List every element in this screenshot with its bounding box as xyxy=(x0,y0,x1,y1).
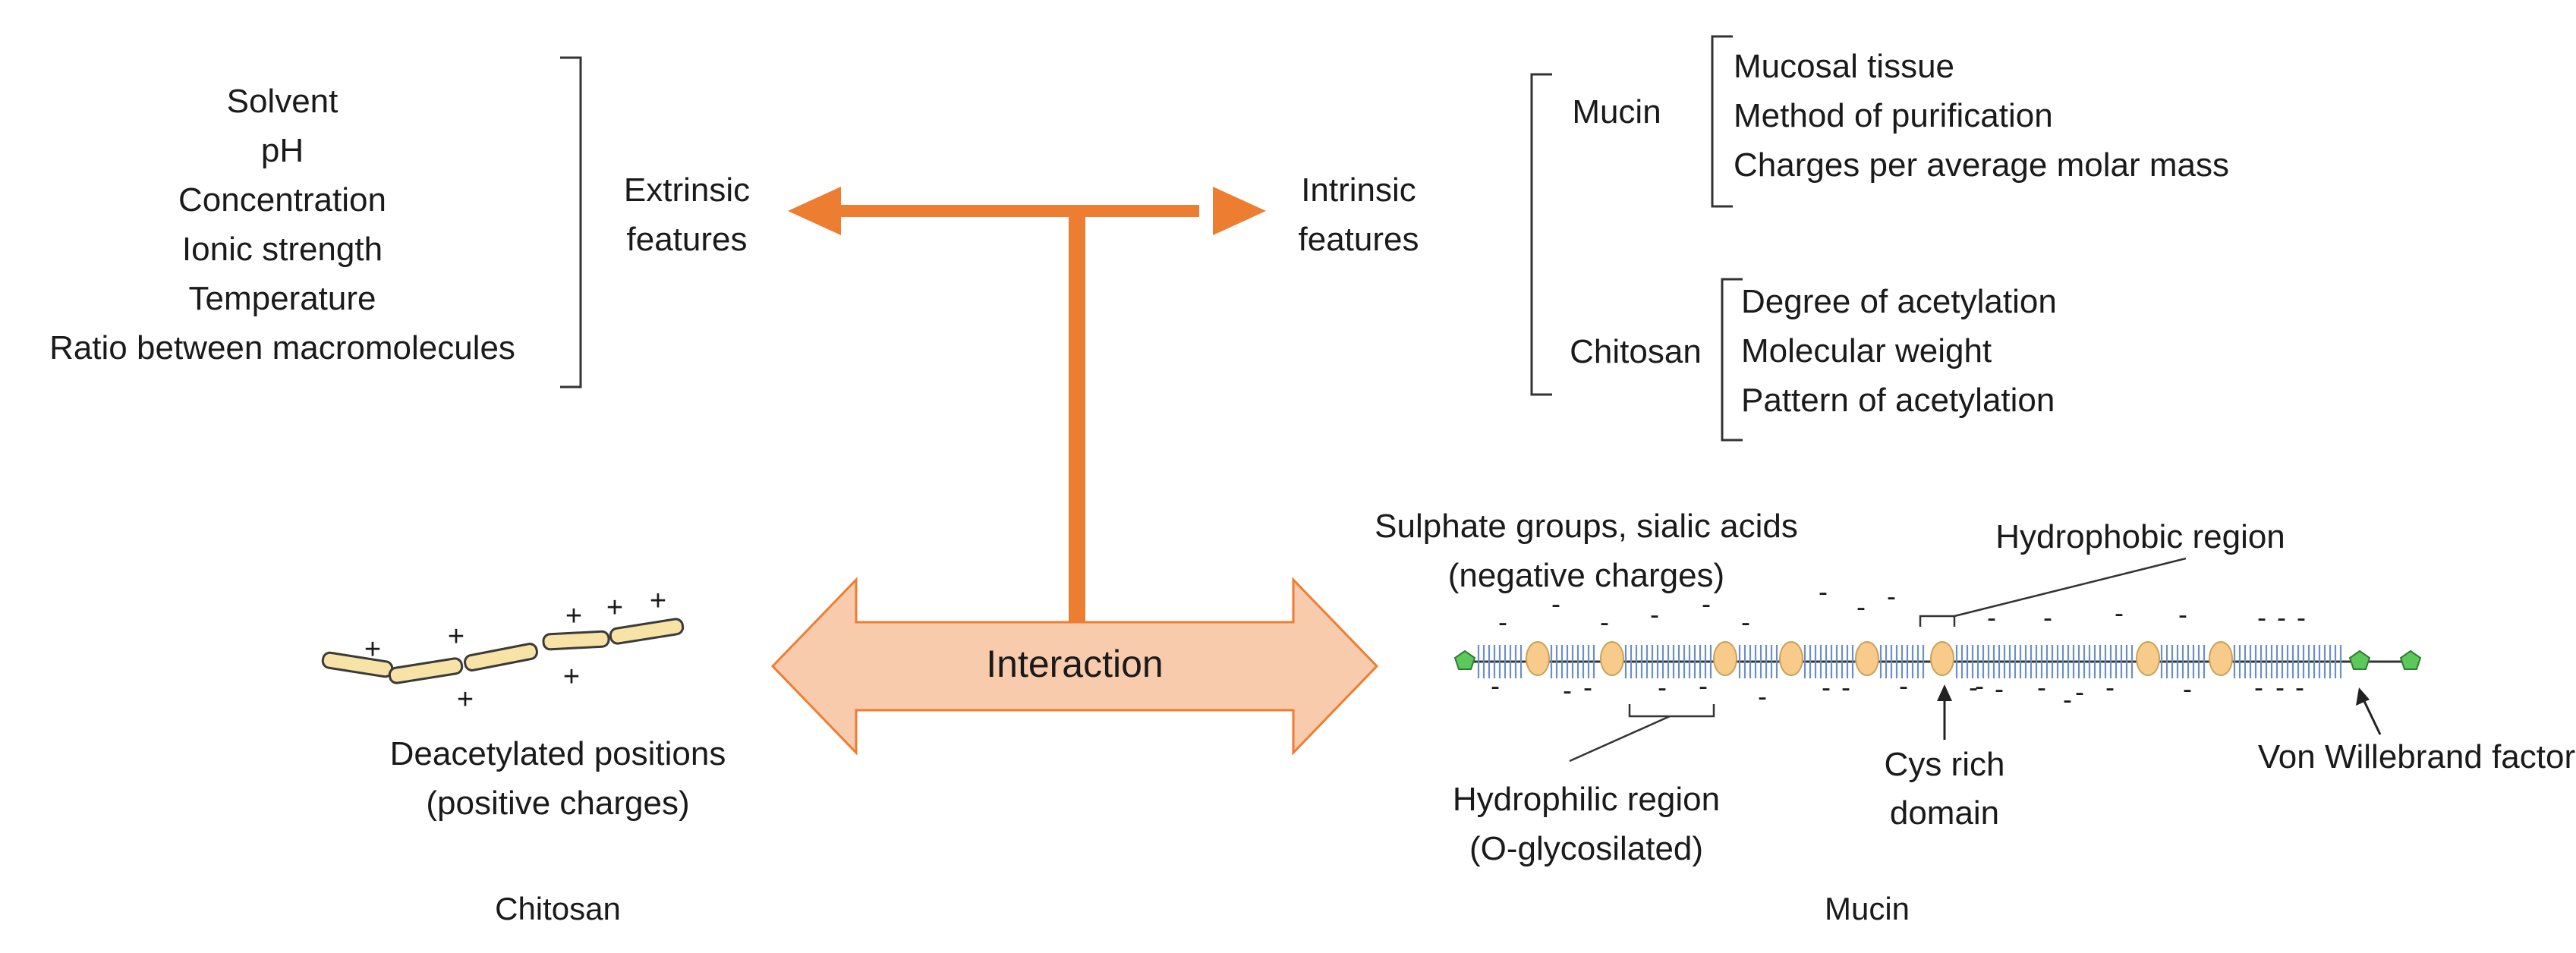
mucin-charge: - xyxy=(2063,684,2072,715)
mucin-hydrophilic-line2: (O-glycosilated) xyxy=(1469,830,1703,867)
mucin-charge: - xyxy=(1995,673,2004,704)
mucin-charge: - xyxy=(1856,591,1866,622)
features-arrow xyxy=(788,187,1266,624)
chitosan-chain xyxy=(321,618,685,684)
chitosan-caption-line2: (positive charges) xyxy=(426,785,689,822)
intrinsic-mucin-label: Mucin xyxy=(1572,93,1661,131)
mucin-charge: - xyxy=(1498,606,1507,637)
chitosan-charge: + xyxy=(364,634,381,665)
mucin-charge: - xyxy=(2254,672,2263,703)
chitosan-item-da: Degree of acetylation xyxy=(1741,283,2057,320)
hydrophobic-leader xyxy=(1954,557,2187,618)
vwf-arrow xyxy=(2356,687,2382,735)
intrinsic-chitosan-bracket xyxy=(1721,278,1743,442)
extrinsic-item-temperature: Temperature xyxy=(188,280,376,317)
mucin-charge: - xyxy=(2277,602,2286,633)
mucin-charges: ------------------------------------ xyxy=(1491,576,2306,715)
chitosan-charge: + xyxy=(650,585,666,617)
mucin-charge: - xyxy=(2295,672,2304,703)
mucin-cys-line2: domain xyxy=(1890,794,1999,832)
chitosan-charge: + xyxy=(563,661,580,693)
mucin-charge: - xyxy=(1822,672,1831,703)
mucin-item-purification: Method of purification xyxy=(1734,97,2053,134)
mucin-cys-domains xyxy=(1526,641,2233,676)
extrinsic-item-ph: pH xyxy=(261,132,304,169)
mucin-charge: - xyxy=(1650,599,1659,630)
mucin-charge: - xyxy=(1658,672,1667,703)
mucin-charge: - xyxy=(1741,606,1750,637)
mucin-charge: - xyxy=(1600,606,1609,637)
mucin-charge: - xyxy=(1702,588,1711,619)
mucin-charge: - xyxy=(1563,675,1572,706)
mucin-charge: - xyxy=(2257,602,2266,633)
chitosan-charge: + xyxy=(565,600,582,632)
extrinsic-bracket xyxy=(560,56,582,388)
mucin-charge: - xyxy=(1551,588,1560,619)
interaction-arrow xyxy=(770,577,1379,756)
mucin-sulphate-line2: (negative charges) xyxy=(1448,557,1724,594)
intrinsic-mucin-bracket xyxy=(1711,35,1733,208)
mucin-charge: - xyxy=(1969,672,1978,703)
chitosan-charge: + xyxy=(448,621,464,653)
mucin-item-charges: Charges per average molar mass xyxy=(1734,146,2229,184)
chitosan-title: Chitosan xyxy=(495,891,621,926)
extrinsic-item-concentration: Concentration xyxy=(178,181,386,219)
extrinsic-item-ionic-strength: Ionic strength xyxy=(182,231,383,268)
chitosan-item-pattern: Pattern of acetylation xyxy=(1741,382,2055,419)
mucin-sulphate-line1: Sulphate groups, sialic acids xyxy=(1375,508,1798,545)
mucin-charge: - xyxy=(2297,602,2306,633)
hydrophilic-leader xyxy=(1569,715,1671,763)
mucin-charge: - xyxy=(2183,673,2192,704)
mucin-charge: - xyxy=(2275,672,2285,703)
mucin-item-tissue: Mucosal tissue xyxy=(1734,48,1954,85)
extrinsic-list: Solvent pH Concentration Ionic strength … xyxy=(49,83,515,366)
mucin-hydrophobic-label: Hydrophobic region xyxy=(1995,518,2285,555)
mucin-glycan-brushes xyxy=(1477,645,2342,678)
mucin-charge: - xyxy=(1975,670,1984,701)
mucin-charge: - xyxy=(1887,580,1896,612)
mucin-charge: - xyxy=(1491,670,1500,701)
mucin-vwf-domains xyxy=(1453,649,2422,670)
chitosan-charge: + xyxy=(457,684,474,716)
interaction-label: Interaction xyxy=(986,643,1163,685)
mucin-title: Mucin xyxy=(1825,891,1910,926)
extrinsic-item-ratio: Ratio between macromolecules xyxy=(49,329,515,366)
mucin-charge: - xyxy=(1841,672,1850,703)
chitosan-caption-line1: Deacetylated positions xyxy=(390,735,726,772)
mucin-charge: - xyxy=(1987,602,1996,633)
mucin-charge: - xyxy=(2105,672,2115,703)
chitosan-item-mw: Molecular weight xyxy=(1741,332,1992,370)
intrinsic-outer-bracket xyxy=(1530,73,1552,396)
intrinsic-chitosan-list: Degree of acetylation Molecular weight P… xyxy=(1741,283,2057,419)
hydrophobic-bracket xyxy=(1919,615,1956,627)
intrinsic-label-line1: Intrinsic xyxy=(1301,171,1416,209)
intrinsic-chitosan-label: Chitosan xyxy=(1570,333,1702,370)
intrinsic-label-line2: features xyxy=(1299,221,1419,258)
hydrophilic-bracket xyxy=(1628,704,1715,718)
mucin-cys-line1: Cys rich xyxy=(1885,746,2005,783)
mucin-charge: - xyxy=(2075,676,2084,707)
chitosan-charge: + xyxy=(606,592,623,624)
mucin-charge: - xyxy=(1583,672,1592,703)
mucin-vwf-label: Von Willebrand factor xyxy=(2258,738,2575,775)
chitosan-charges: + + + + + + + xyxy=(364,585,666,716)
mucin-charge: - xyxy=(1819,576,1828,607)
extrinsic-label-line2: features xyxy=(627,221,748,258)
cys-arrow xyxy=(1937,684,1952,740)
mucin-hydrophilic-line1: Hydrophilic region xyxy=(1453,781,1720,818)
intrinsic-mucin-list: Mucosal tissue Method of purification Ch… xyxy=(1734,48,2229,184)
mucin-charge: - xyxy=(2043,602,2052,633)
mucin-charge: - xyxy=(1758,681,1767,712)
mucin-charge: - xyxy=(2178,599,2187,630)
extrinsic-item-solvent: Solvent xyxy=(227,83,339,120)
mucin-charge: - xyxy=(1899,670,1908,701)
mucin-charge: - xyxy=(2037,672,2046,703)
mucin-charge: - xyxy=(1699,670,1708,701)
mucin-charge: - xyxy=(2115,597,2124,628)
extrinsic-label-line1: Extrinsic xyxy=(624,171,750,209)
